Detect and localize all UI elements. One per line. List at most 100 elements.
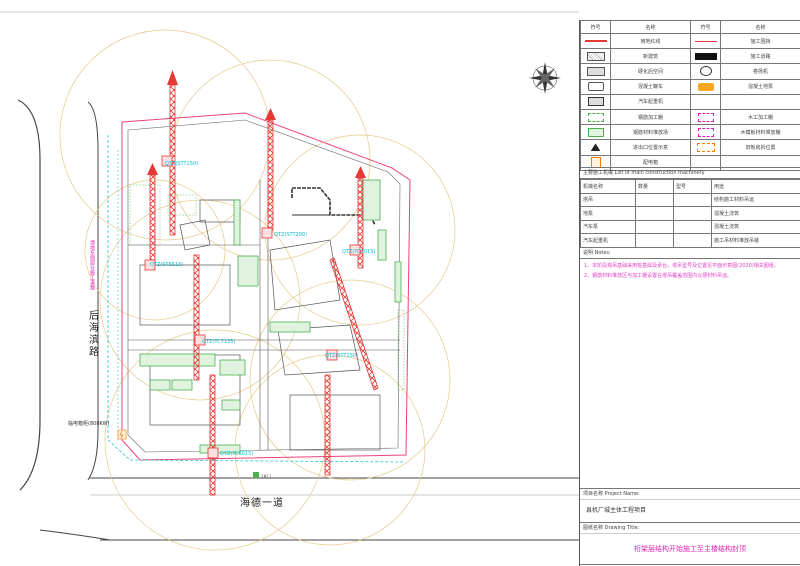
power-box-icon xyxy=(580,154,611,171)
legend-label: 旧板房拆位置 xyxy=(720,139,800,156)
crane-4-label: QTZ(TC6013) xyxy=(342,249,375,255)
legend-table: 符号 名称 符号 名称 用地红线 施工围挡 新建筑 施工道路 硬化后空间 xyxy=(580,20,800,171)
machinery-cell xyxy=(673,219,712,234)
machinery-header-row: 机械名称 数量 型号 用途 xyxy=(580,179,800,194)
legend-label: 配电箱 xyxy=(610,154,691,171)
wood-shed-icon xyxy=(690,108,721,126)
machinery-cell: 施工吊材料堆放吊装 xyxy=(711,233,800,248)
rebar-yard-grids xyxy=(129,184,405,391)
crane-boom-7 xyxy=(209,374,216,496)
crane-7-label: QTZ(TC6015) xyxy=(220,451,253,457)
mixer-truck-icon xyxy=(580,78,611,95)
site-plan: QTZ(STT150) QTZ(ST5513) QTZ(STT200) QTZ(… xyxy=(0,11,579,551)
project-block: 项目名称 Project Name: 县机厂城主体工程项目 图纸名称 Drawi… xyxy=(580,488,800,565)
crane-5-label: QTZ(TC7135) xyxy=(202,339,235,345)
info-panel: 符号 名称 符号 名称 用地红线 施工围挡 新建筑 施工道路 硬化后空间 xyxy=(579,20,800,566)
legend-label: 用地红线 xyxy=(610,32,691,50)
machinery-cell xyxy=(635,219,674,234)
empty-icon xyxy=(690,93,721,110)
legend-label: 钢筋材料堆放场 xyxy=(610,124,691,141)
legend-label xyxy=(720,93,800,110)
crane-boom-2 xyxy=(149,174,156,266)
legend-row: 混凝土罐车 混凝土地泵 xyxy=(580,78,800,95)
machinery-header: 型号 xyxy=(673,179,712,194)
legend-label: 混凝土罐车 xyxy=(610,78,691,95)
legend-label: 钢筋加工棚 xyxy=(610,108,691,126)
power-box-label: 临电箱柜(800KW) xyxy=(68,420,110,427)
note-line: 2、钢筋材料堆放区与加工棚设置在塔吊覆盖范围内以便材料吊运。 xyxy=(584,273,733,279)
gate-icon xyxy=(580,139,611,156)
legend-header: 符号 xyxy=(580,20,611,34)
hatch-box-icon xyxy=(580,48,611,65)
legend-label: 汽车起重机 xyxy=(610,93,691,110)
north-arrow-icon xyxy=(529,62,561,94)
project-name: 县机厂城主体工程项目 xyxy=(580,500,800,523)
crane-boom-3 xyxy=(267,119,274,231)
machinery-cell xyxy=(673,192,712,207)
note-line: 1、本阶段塔吊基础采用桩基础及承台，塔吊型号及位置见平面示意图(2020)相关图… xyxy=(584,263,779,269)
legend-label: 卷扬机 xyxy=(720,63,800,80)
machinery-row: 汽车起重机 施工吊材料堆放吊装 xyxy=(580,233,800,248)
red-line-icon xyxy=(580,32,611,50)
machinery-cell xyxy=(635,206,674,221)
power-box-icon xyxy=(117,429,127,440)
machinery-header: 机械名称 xyxy=(580,179,636,194)
dot-grid-icon xyxy=(580,63,611,80)
legend-label: 进出口位置示意 xyxy=(610,139,691,156)
legend-label: 施工围挡 xyxy=(720,32,800,50)
legend-label: 混凝土地泵 xyxy=(720,78,800,95)
machinery-cell: 混凝土浇筑 xyxy=(711,219,800,234)
drawing-block: 图纸名称 Drawing Title: 桁架层结构开始施工至主楼结构封顶 xyxy=(580,523,800,565)
project-caption: 项目名称 Project Name: xyxy=(580,489,800,500)
legend-label: 新建筑 xyxy=(610,48,691,65)
wood-yard-icon xyxy=(690,124,721,141)
road-south-label: 海德一道 xyxy=(240,496,284,509)
legend-label: 木模板材料堆放棚 xyxy=(720,124,800,141)
legend: 符号 名称 符号 名称 用地红线 施工围挡 新建筑 施工道路 硬化后空间 xyxy=(580,20,800,171)
concrete-pump-icon xyxy=(690,78,721,95)
machinery-row: 地泵 混凝土浇筑 xyxy=(580,206,800,221)
rebar-yard-icon xyxy=(580,124,611,141)
machinery-cell: 汽车泵 xyxy=(580,219,636,234)
notes-caption: 说明 Notes: xyxy=(580,247,800,259)
tower-cranes xyxy=(149,84,379,496)
pump-icon xyxy=(690,63,721,80)
south-road-edge-d xyxy=(39,529,111,541)
legend-row: 钢筋加工棚 木工加工棚 xyxy=(580,108,800,126)
legend-row: 进出口位置示意 旧板房拆位置 xyxy=(580,139,800,156)
crane-boom-6 xyxy=(324,374,331,476)
legend-row: 硬化后空间 卷扬机 xyxy=(580,63,800,80)
site-fence xyxy=(107,135,406,463)
machinery-cell: 塔吊 xyxy=(580,192,636,207)
legend-row: 新建筑 施工道路 xyxy=(580,48,800,65)
machinery-cell: 地泵 xyxy=(580,206,636,221)
legend-row: 汽车起重机 xyxy=(580,93,800,110)
road-west-label: 后海滨路 xyxy=(87,310,99,358)
legend-header: 符号 xyxy=(690,20,721,34)
crane-1-label: QTZ(STT150) xyxy=(165,161,198,167)
legend-row: 钢筋材料堆放场 木模板材料堆放棚 xyxy=(580,124,800,141)
crane-boom-5 xyxy=(193,254,200,381)
crane-6-label: QTZ(STT150) xyxy=(325,353,358,359)
machinery-cell: 汽车起重机 xyxy=(580,233,636,248)
machinery-table: 机械名称 数量 型号 用途 塔吊 结构施工材料吊运 地泵 混凝土浇筑 汽车泵 xyxy=(580,179,800,248)
machinery-cell: 混凝土浇筑 xyxy=(711,206,800,221)
machinery-row: 汽车泵 混凝土浇筑 xyxy=(580,219,800,234)
crane-boom-diag xyxy=(329,257,379,391)
legend-row: 用地红线 施工围挡 xyxy=(580,32,800,50)
west-road-edge-outer xyxy=(17,99,41,491)
gate-icon xyxy=(253,472,259,478)
legend-label: 施工道路 xyxy=(720,48,800,65)
crane-3-label: QTZ(STT200) xyxy=(274,232,307,238)
side-note: 场地东侧部分施工道路 xyxy=(89,239,95,291)
rebar-shed-icon xyxy=(580,108,611,126)
crane-truck-icon xyxy=(580,93,611,110)
machinery-cell xyxy=(673,206,712,221)
legend-header: 名称 xyxy=(610,20,691,34)
legend-header-row: 符号 名称 符号 名称 xyxy=(580,20,800,34)
machinery-cell: 结构施工材料吊运 xyxy=(711,192,800,207)
crane-masts xyxy=(144,155,361,459)
dashed-box-icon xyxy=(690,139,721,156)
west-road-edge-inner xyxy=(87,101,99,481)
crane-tips xyxy=(147,70,366,178)
